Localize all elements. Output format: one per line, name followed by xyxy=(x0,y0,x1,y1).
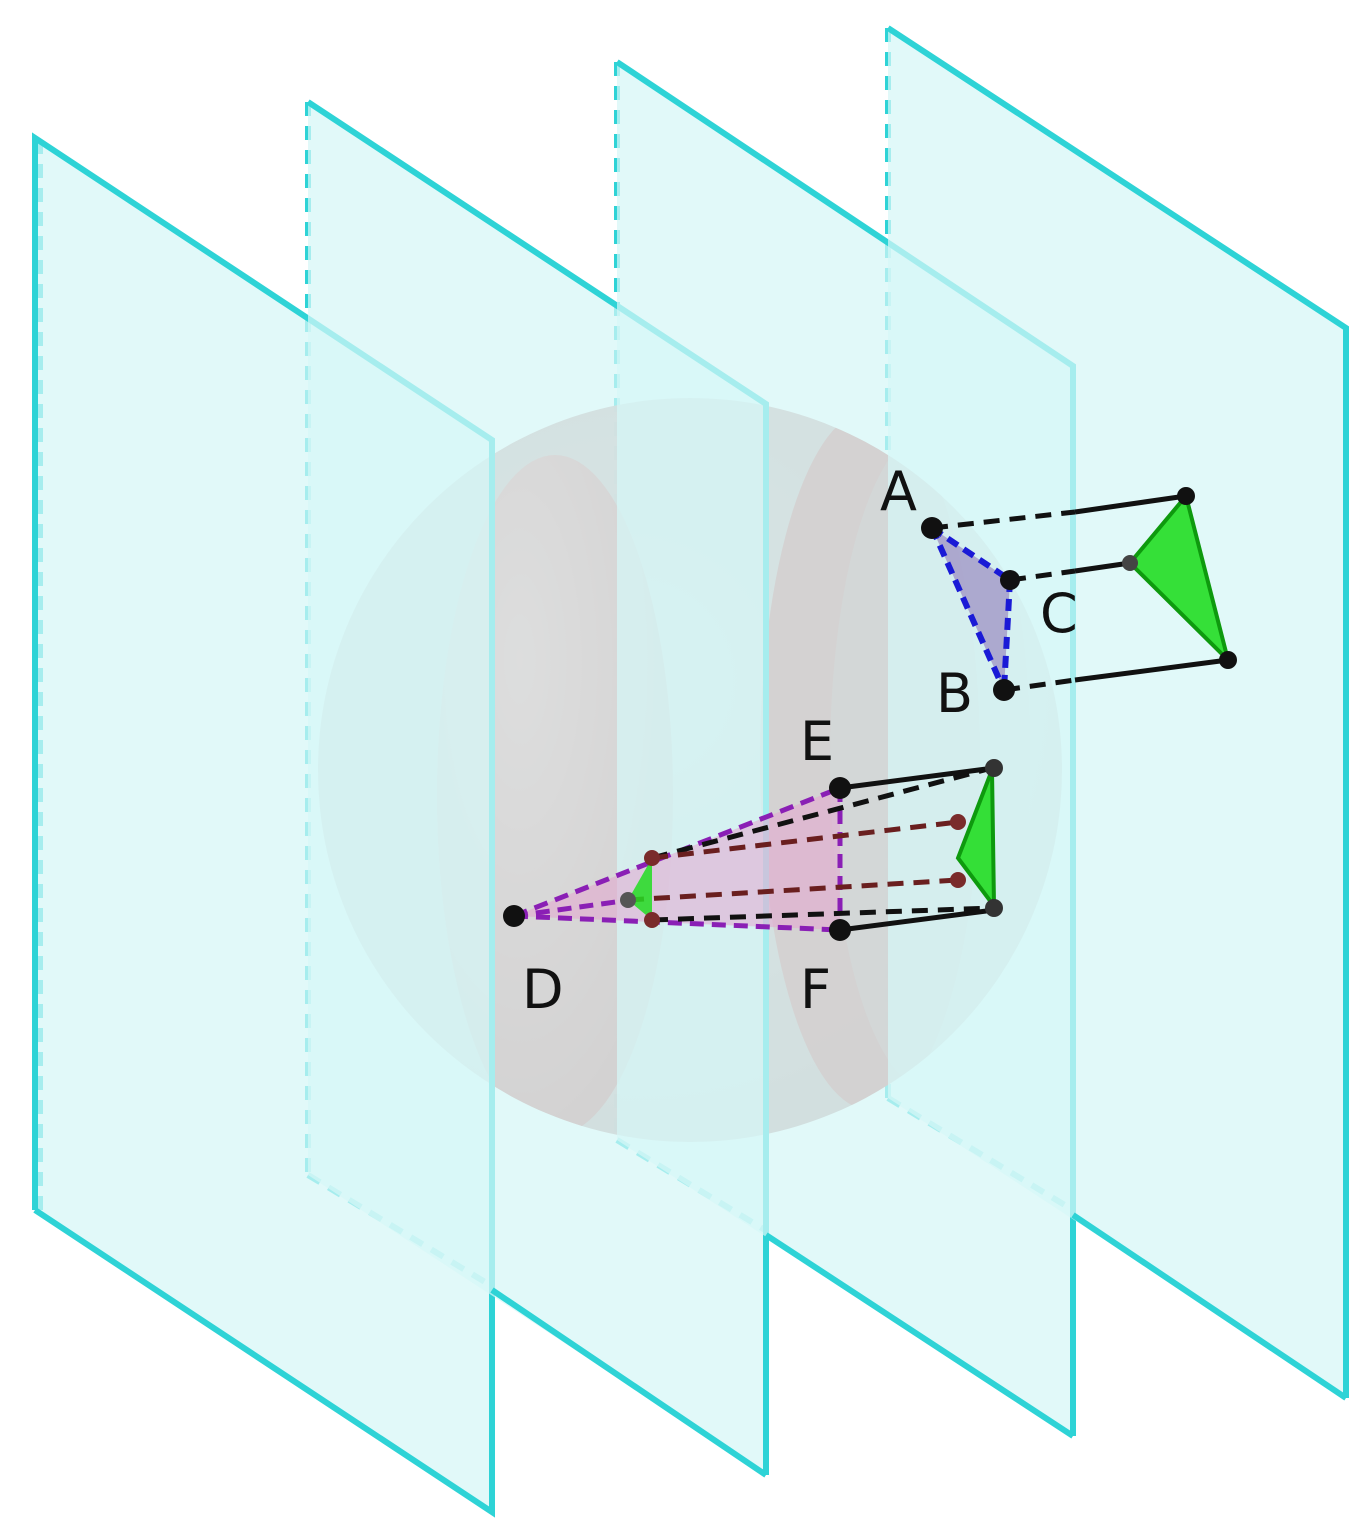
green-triangle-mid xyxy=(955,769,997,913)
point-c xyxy=(1000,570,1020,590)
point-e xyxy=(829,777,851,799)
triangle-abc xyxy=(929,525,1013,692)
label-c: C xyxy=(1040,582,1078,645)
point-a xyxy=(921,517,943,539)
point-labels: A C B E D F xyxy=(522,460,1078,1021)
point-d xyxy=(503,905,525,927)
green-triangle-right xyxy=(1127,491,1232,667)
label-e: E xyxy=(800,710,834,773)
point-b xyxy=(993,679,1015,701)
label-d: D xyxy=(522,958,564,1021)
projection-abc xyxy=(931,493,1229,693)
plane-4 xyxy=(886,25,1349,1401)
label-f: F xyxy=(800,958,831,1021)
label-a: A xyxy=(880,460,917,523)
points xyxy=(503,487,1237,941)
projection-def xyxy=(627,765,995,933)
point-f xyxy=(829,919,851,941)
label-b: B xyxy=(936,662,973,725)
